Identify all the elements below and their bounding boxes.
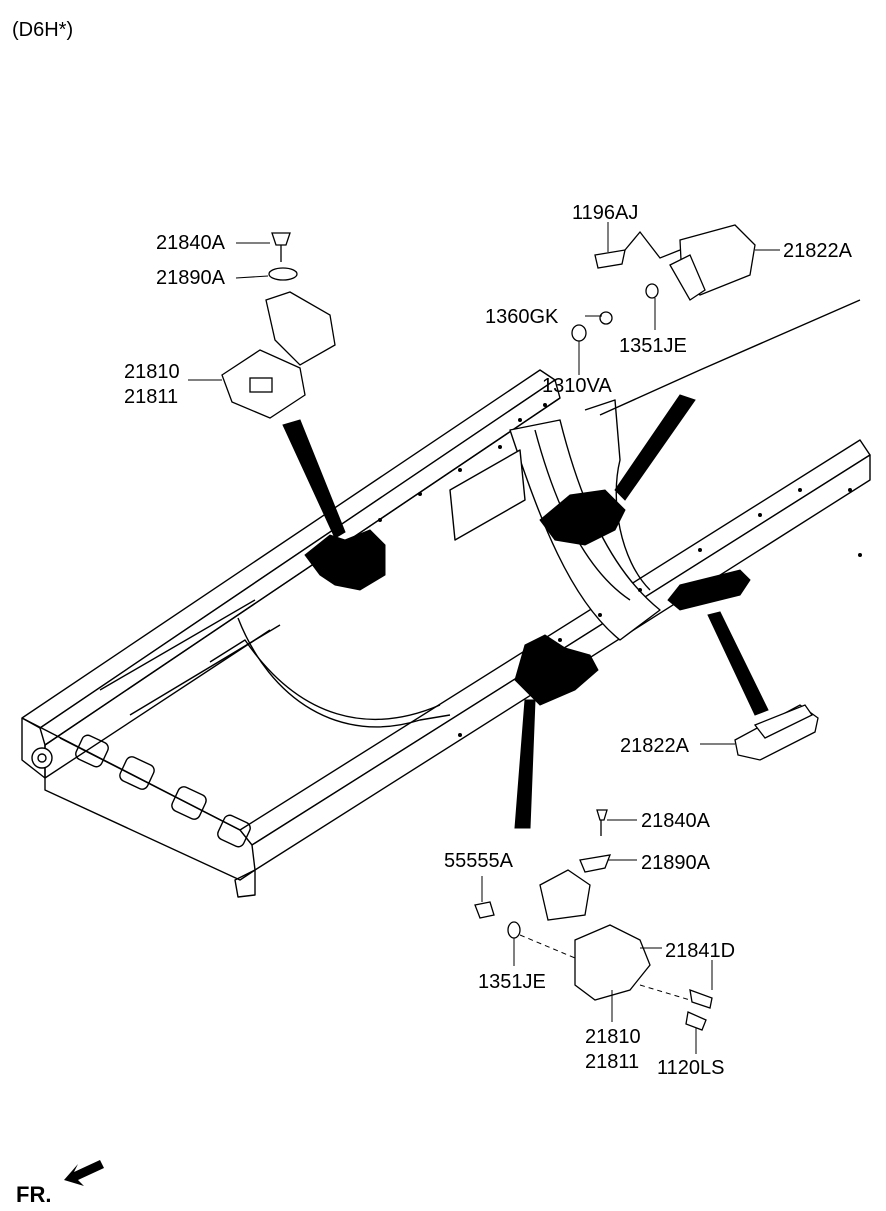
part-21890A-bottom[interactable]: 21890A	[641, 852, 710, 874]
front-crossmember	[31, 734, 256, 881]
part-1120LS[interactable]: 1120LS	[657, 1057, 725, 1079]
part-21890A-top[interactable]: 21890A	[156, 267, 225, 289]
part-21822A-top[interactable]: 21822A	[783, 240, 852, 262]
leader-lines	[188, 222, 780, 1054]
mid-crossmember	[99, 599, 451, 728]
part-55555A[interactable]: 55555A	[444, 850, 513, 872]
mount-assembly-top	[221, 232, 336, 419]
mount-21822A-top	[571, 224, 756, 342]
part-1196AJ[interactable]: 1196AJ	[572, 202, 639, 224]
part-1351JE-bottom[interactable]: 1351JE	[478, 971, 546, 993]
front-arrow-icon	[64, 1160, 104, 1186]
part-21811-bottom[interactable]: 21811	[585, 1051, 640, 1073]
engine-mount-right	[514, 634, 599, 829]
part-21840A-top[interactable]: 21840A	[156, 232, 225, 254]
mount-assembly-bottom	[474, 809, 713, 1031]
frame-holes	[378, 403, 862, 737]
mount-21822A-bottom	[734, 704, 819, 761]
rear-mount	[667, 569, 769, 716]
part-21822A-bottom[interactable]: 21822A	[620, 735, 689, 757]
part-1310VA[interactable]: 1310VA	[542, 375, 612, 397]
engine-mount-left	[282, 419, 386, 591]
part-1351JE-top[interactable]: 1351JE	[619, 335, 687, 357]
part-21811-top[interactable]: 21811	[124, 386, 179, 408]
part-21810-bottom[interactable]: 21810	[585, 1026, 641, 1048]
part-21810-top[interactable]: 21810	[124, 361, 180, 383]
frame-left-rail	[21, 369, 561, 779]
part-21841D[interactable]: 21841D	[665, 940, 736, 962]
front-direction-label: FR.	[16, 1182, 52, 1207]
variant-code: (D6H*)	[12, 19, 74, 41]
part-21840A-bottom[interactable]: 21840A	[641, 810, 710, 832]
part-1360GK[interactable]: 1360GK	[485, 306, 559, 328]
transmission-mount	[539, 394, 696, 546]
